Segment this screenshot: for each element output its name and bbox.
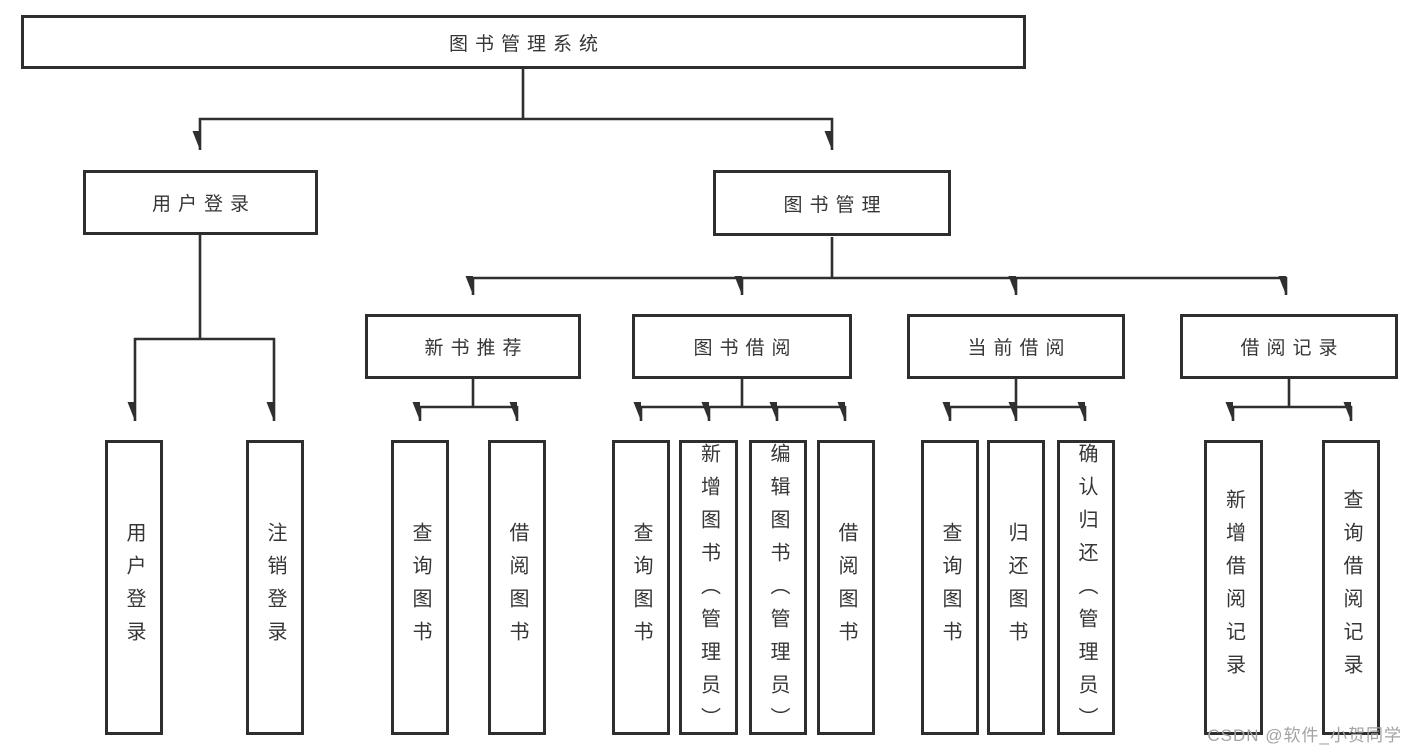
node-library-system: 图书管理系统 bbox=[21, 15, 1026, 69]
node-borrowing-records: 借阅记录 bbox=[1180, 314, 1398, 379]
leaf-query-books-3: 查询图书 bbox=[921, 440, 979, 735]
leaf-borrow-books-1: 借阅图书 bbox=[488, 440, 546, 735]
leaf-add-borrow-record: 新增借阅记录 bbox=[1204, 440, 1263, 735]
node-user-login: 用户登录 bbox=[83, 170, 318, 235]
node-book-management: 图书管理 bbox=[713, 170, 951, 236]
leaf-return-book: 归还图书 bbox=[987, 440, 1045, 735]
leaf-edit-book-admin: 编辑图书（管理员） bbox=[749, 440, 807, 740]
leaf-query-books-1: 查询图书 bbox=[391, 440, 449, 735]
leaf-query-books-2: 查询图书 bbox=[612, 440, 670, 735]
node-book-borrowing: 图书借阅 bbox=[632, 314, 852, 379]
leaf-confirm-return-admin: 确认归还（管理员） bbox=[1057, 440, 1115, 740]
watermark: CSDN @软件_小贺同学 bbox=[1207, 726, 1402, 745]
leaf-query-borrow-record: 查询借阅记录 bbox=[1322, 440, 1380, 735]
leaf-logout: 注销登录 bbox=[246, 440, 304, 735]
node-current-borrowing: 当前借阅 bbox=[907, 314, 1125, 379]
leaf-borrow-books-2: 借阅图书 bbox=[817, 440, 875, 735]
leaf-user-login: 用户登录 bbox=[105, 440, 163, 735]
node-new-book-recommend: 新书推荐 bbox=[365, 314, 581, 379]
leaf-add-book-admin: 新增图书（管理员） bbox=[679, 440, 738, 740]
